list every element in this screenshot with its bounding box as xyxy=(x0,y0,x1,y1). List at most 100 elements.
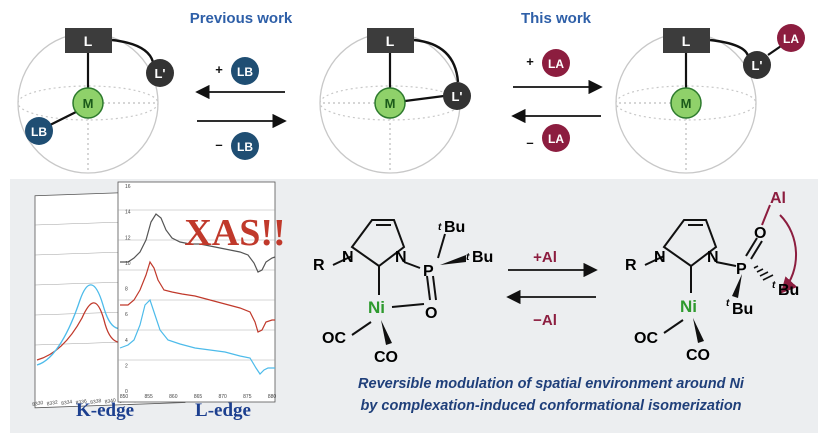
l-edge-gridlines xyxy=(118,209,275,361)
tert-prefix: t xyxy=(726,298,730,309)
metal-M-label: M xyxy=(681,96,692,111)
atom-P: P xyxy=(736,261,747,278)
ligand-L-box-2 xyxy=(367,28,414,53)
LA-label: LA xyxy=(783,32,799,46)
add-al-label: +Al xyxy=(533,249,557,266)
lewis-base-LB-add xyxy=(231,57,259,85)
tick-label: 8334 xyxy=(61,399,73,407)
ligand-Lp-3 xyxy=(743,51,771,79)
sphere-complex-1: L L' M LB xyxy=(17,28,174,174)
metal-M-label: M xyxy=(385,96,396,111)
l-edge-blue-curve xyxy=(119,298,275,375)
tick-label: 8332 xyxy=(46,400,58,408)
atom-Ni: Ni xyxy=(680,297,697,316)
tick-label: 8340 xyxy=(104,398,116,406)
tick-label: 855 xyxy=(144,394,153,400)
tick-label: 860 xyxy=(169,394,178,400)
atom-R: R xyxy=(313,257,325,274)
ligand-Lp-label: L' xyxy=(451,89,462,104)
metal-M-2 xyxy=(374,87,406,119)
atom-R: R xyxy=(625,257,637,274)
rotation-arrow xyxy=(779,214,798,294)
atom-N: N xyxy=(654,249,666,266)
tick-label: 0 xyxy=(125,389,128,395)
caption-line-2: by complexation-induced conformational i… xyxy=(360,398,741,414)
ligand-CO: CO xyxy=(686,347,710,364)
l-edge-plot-frame xyxy=(117,181,276,403)
caption-line-1: Reversible modulation of spatial environ… xyxy=(358,376,745,392)
ligand-Lp-2 xyxy=(443,82,471,110)
tick-label: 8 xyxy=(125,287,128,293)
atom-Al: Al xyxy=(770,190,786,207)
this-work-title: This work xyxy=(521,10,592,27)
tick-label: 2 xyxy=(125,363,128,369)
atom-N: N xyxy=(395,249,407,266)
l-edge-red-curve xyxy=(120,260,275,333)
tick-label: 870 xyxy=(218,394,227,400)
plus-sign: + xyxy=(215,62,223,77)
tick-label: 6 xyxy=(125,312,128,318)
LA-label: LA xyxy=(548,57,564,71)
previous-work-title: Previous work xyxy=(190,10,293,27)
atom-Ni: Ni xyxy=(368,298,385,317)
ligand-Lp-label: L' xyxy=(154,66,165,81)
minus-sign: – xyxy=(215,137,222,152)
tert-prefix: t xyxy=(466,252,470,263)
ligand-CO: CO xyxy=(374,349,398,366)
minus-sign: – xyxy=(526,135,533,150)
lewis-base-LB-bound xyxy=(25,117,53,145)
tick-label: 8336 xyxy=(75,399,87,407)
ligand-Lp-label: L' xyxy=(751,58,762,73)
LB-label: LB xyxy=(237,65,253,79)
l-edge-gray-curve xyxy=(120,213,276,273)
group-tBu: Bu xyxy=(444,219,465,236)
tick-label: 14 xyxy=(125,210,131,216)
ni-complex-closed: R N N P t Bu t Bu O Ni OC CO xyxy=(313,219,493,366)
tick-label: 4 xyxy=(125,338,128,344)
LA-label: LA xyxy=(548,132,564,146)
metal-M-1 xyxy=(72,87,104,119)
xas-spectra: 8330833283348336833883408342834483468348… xyxy=(32,181,286,421)
tert-prefix: t xyxy=(772,280,776,291)
sphere-complex-2: L L' M xyxy=(319,28,471,174)
lewis-base-LB-remove xyxy=(231,132,259,160)
ligand-L-label: L xyxy=(682,33,691,49)
tick-label: 880 xyxy=(268,394,277,400)
tick-label: 865 xyxy=(194,394,203,400)
atom-P: P xyxy=(423,263,434,280)
atom-N: N xyxy=(342,249,354,266)
ni-complex-open: R N N P O Al t Bu t Bu Ni OC CO xyxy=(625,190,799,364)
l-edge-xticks: 850 855 860 865 870 875 880 xyxy=(120,394,277,400)
ligand-L-box-1 xyxy=(65,28,112,53)
lewis-acid-LA-bound xyxy=(777,24,805,52)
tick-label: 10 xyxy=(125,261,131,267)
metal-M-3 xyxy=(670,87,702,119)
xas-title: XAS!! xyxy=(184,212,285,254)
atom-N: N xyxy=(707,249,719,266)
ligand-L-box-3 xyxy=(663,28,710,53)
atom-O: O xyxy=(754,225,766,242)
metal-M-label: M xyxy=(83,96,94,111)
k-edge-label: K-edge xyxy=(76,400,134,421)
LB-label: LB xyxy=(31,125,47,139)
group-tBu: Bu xyxy=(778,282,799,299)
reaction-arrows: +Al −Al xyxy=(506,249,598,329)
ligand-L-label: L xyxy=(84,33,93,49)
ligand-OC: OC xyxy=(634,330,658,347)
lewis-acid-LA-remove xyxy=(542,124,570,152)
tick-label: 8338 xyxy=(90,398,102,406)
ligand-L-label: L xyxy=(386,33,395,49)
LB-label: LB xyxy=(237,140,253,154)
tick-label: 12 xyxy=(125,235,131,241)
plus-sign: + xyxy=(526,54,534,69)
tick-label: 875 xyxy=(243,394,252,400)
tick-label: 850 xyxy=(120,394,129,400)
l-edge-label: L-edge xyxy=(195,400,251,421)
sphere-complex-3: L L' LA M xyxy=(615,24,805,174)
lewis-acid-LA-add xyxy=(542,49,570,77)
group-tBu: Bu xyxy=(732,301,753,318)
tick-label: 8330 xyxy=(32,400,44,408)
